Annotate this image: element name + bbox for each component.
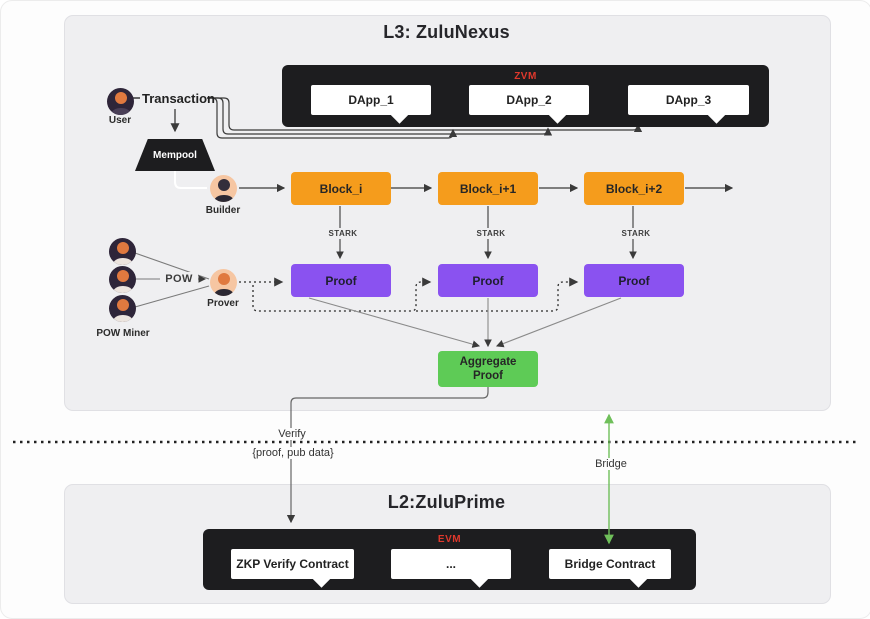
bridge-contract-label: Bridge Contract (564, 557, 656, 571)
zvm-label: ZVM (514, 71, 537, 82)
dapp1-box: DApp_1 (311, 85, 431, 124)
proof2-label: Proof (472, 273, 504, 288)
other-contract-label: ... (445, 557, 456, 571)
dapp3-box: DApp_3 (628, 85, 749, 124)
aggregate-proof-label-line2: Proof (472, 370, 504, 382)
block-i1-label: Block_i+1 (459, 181, 517, 196)
l3-title: L3: ZuluNexus (383, 22, 510, 42)
mempool-shape: Mempool (135, 139, 215, 171)
pow-miner-label: POW Miner (96, 328, 150, 339)
proof3-label: Proof (618, 273, 650, 288)
aggregate-proof-node: Aggregate Proof (438, 351, 538, 387)
stark-label-3: STARK (618, 228, 654, 239)
pow-miner1-avatar-icon (109, 238, 136, 265)
bridge-label: Bridge (587, 458, 635, 470)
stark-label-1: STARK (325, 228, 361, 239)
prover-label: Prover (207, 298, 239, 309)
block-i2-node: Block_i+2 (584, 172, 684, 205)
zkp-verify-contract-box: ZKP Verify Contract (231, 549, 354, 588)
block-i-node: Block_i (291, 172, 391, 205)
builder-avatar-icon (210, 175, 237, 202)
dapp2-box: DApp_2 (469, 85, 589, 124)
block-i-label: Block_i (319, 181, 363, 196)
other-contract-box: ... (391, 549, 511, 588)
dapp3-label: DApp_3 (665, 93, 712, 107)
prover-avatar-icon (210, 269, 237, 296)
verify-payload-label: {proof, pub data} (245, 447, 341, 459)
verify-label: Verify (255, 428, 329, 440)
evm-label: EVM (437, 534, 462, 545)
transaction-label: Transaction (142, 91, 215, 106)
user-avatar-icon (107, 88, 134, 115)
pow-label: POW (160, 272, 198, 286)
aggregate-proof-label-line1: Aggregate (459, 356, 517, 368)
dapp2-label: DApp_2 (506, 93, 552, 107)
builder-label: Builder (205, 205, 241, 216)
block-i2-label: Block_i+2 (605, 181, 663, 196)
pow-miner3-avatar-icon (109, 295, 136, 322)
proof3-node: Proof (584, 264, 684, 297)
dapp1-label: DApp_1 (348, 93, 394, 107)
stark-label-2: STARK (473, 228, 509, 239)
pow-miner2-avatar-icon (109, 266, 136, 293)
bridge-contract-box: Bridge Contract (549, 549, 671, 588)
user-label: User (108, 115, 132, 126)
proof1-label: Proof (325, 273, 357, 288)
mempool-label: Mempool (153, 149, 197, 161)
l2-title: L2:ZuluPrime (387, 492, 506, 512)
proof1-node: Proof (291, 264, 391, 297)
zkp-verify-contract-label: ZKP Verify Contract (236, 557, 349, 571)
block-i1-node: Block_i+1 (438, 172, 538, 205)
proof2-node: Proof (438, 264, 538, 297)
